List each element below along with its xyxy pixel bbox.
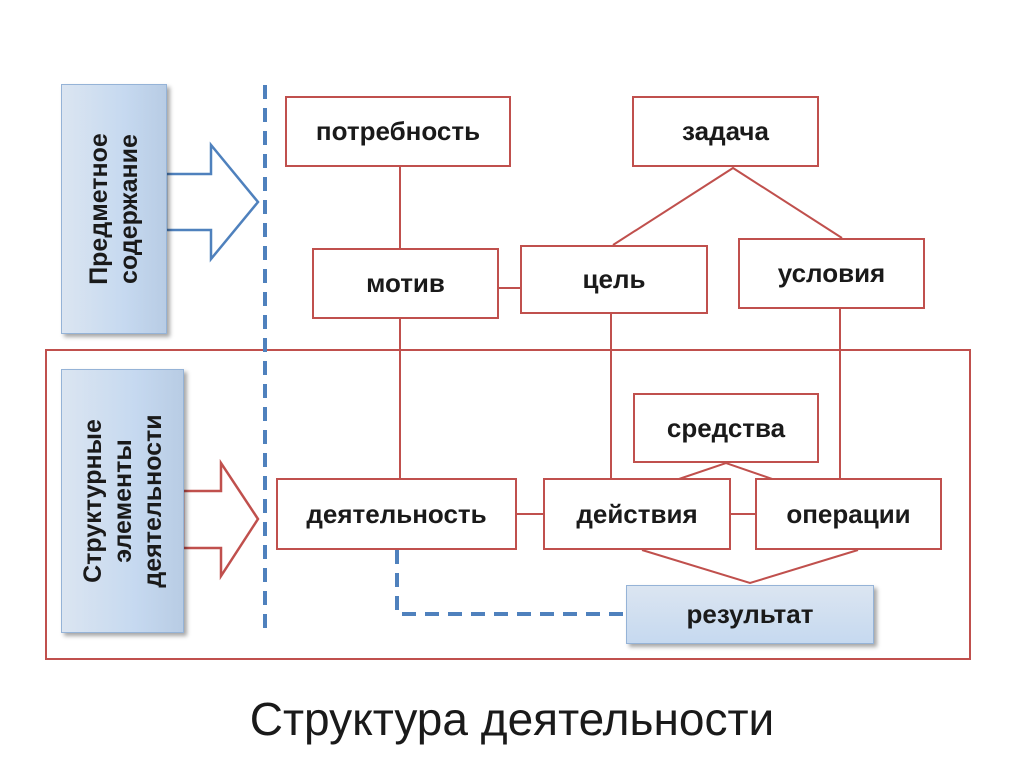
structure-elements-label: Структурные элементы деятельности — [78, 414, 167, 588]
node-result: результат — [626, 585, 874, 644]
structure-frame — [45, 349, 971, 660]
node-conditions: условия — [738, 238, 925, 309]
node-goal: цель — [520, 245, 708, 314]
node-need: потребность — [285, 96, 511, 167]
node-motive: мотив — [312, 248, 499, 319]
node-operations: операции — [755, 478, 942, 550]
structure-arrow-icon — [181, 458, 260, 581]
node-means: средства — [633, 393, 819, 463]
result-merge-link — [641, 549, 859, 585]
diagram-caption: Структура деятельности — [249, 693, 775, 745]
dashed-result-connector — [395, 550, 626, 616]
node-activity: деятельность — [276, 478, 517, 550]
subject-content-panel: Предметное содержание — [61, 84, 167, 334]
task-split-link — [612, 166, 843, 246]
node-actions: действия — [543, 478, 731, 550]
means-split-link — [675, 461, 776, 481]
node-task: задача — [632, 96, 819, 167]
structure-elements-panel: Структурные элементы деятельности — [61, 369, 184, 633]
subject-content-label: Предметное содержание — [85, 133, 143, 285]
subject-arrow-icon — [164, 141, 260, 263]
